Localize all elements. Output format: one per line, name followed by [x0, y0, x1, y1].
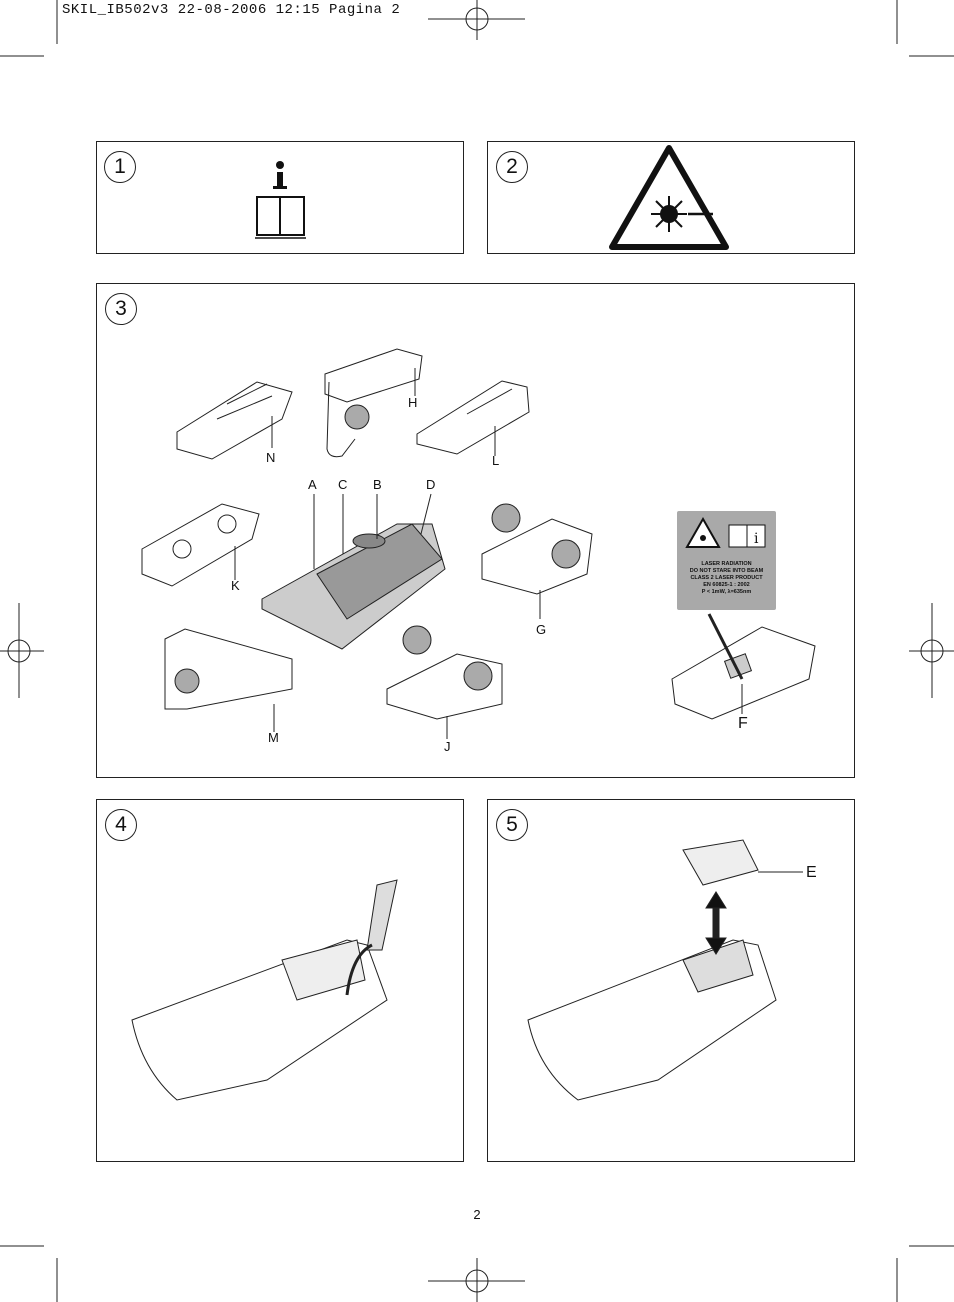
label-K: K: [231, 578, 240, 593]
step-number: 4: [105, 809, 137, 841]
panel-1: 1: [96, 141, 464, 254]
laser-sticker-icons: i: [685, 516, 766, 548]
panel-5: 5 E: [487, 799, 855, 1162]
label-A: A: [308, 477, 317, 492]
laser-warning-icon: [609, 145, 729, 250]
label-H: H: [408, 395, 418, 410]
sticker-line: DO NOT STARE INTO BEAM: [689, 568, 764, 574]
label-M: M: [268, 730, 279, 745]
label-E: E: [806, 864, 817, 881]
tool-overview-illustration: [141, 348, 816, 739]
battery-cover-open-illustration: [131, 879, 398, 1101]
label-N: N: [266, 450, 276, 465]
label-C: C: [338, 477, 348, 492]
sticker-line: P < 1mW, λ=635nm: [701, 589, 752, 595]
laser-warning-sticker: i LASER RADIATION DO NOT STARE INTO BEAM…: [677, 511, 776, 610]
svg-text:i: i: [754, 531, 759, 547]
page-number: 2: [473, 1207, 481, 1222]
label-L: L: [492, 453, 500, 468]
read-manual-icon: [255, 161, 306, 239]
label-F: F: [738, 715, 748, 732]
panel-2: 2: [487, 141, 855, 254]
sticker-line: CLASS 2 LASER PRODUCT: [690, 575, 763, 581]
step-number: 3: [105, 293, 137, 325]
battery-replace-illustration: [527, 839, 803, 1101]
step-number: 2: [496, 151, 528, 183]
panel-3: 3: [96, 283, 855, 778]
laser-sticker-text: LASER RADIATION DO NOT STARE INTO BEAM C…: [677, 561, 776, 596]
label-G: G: [536, 622, 547, 637]
panel-4: 4: [96, 799, 464, 1162]
sticker-line: EN 60825-1 : 2002: [703, 582, 750, 588]
label-B: B: [373, 477, 382, 492]
step-number: 5: [496, 809, 528, 841]
print-header: SKIL_IB502v3 22-08-2006 12:15 Pagina 2: [62, 2, 401, 18]
sticker-line: LASER RADIATION: [701, 561, 752, 567]
label-D: D: [426, 477, 436, 492]
label-J: J: [444, 739, 451, 754]
step-number: 1: [104, 151, 136, 183]
